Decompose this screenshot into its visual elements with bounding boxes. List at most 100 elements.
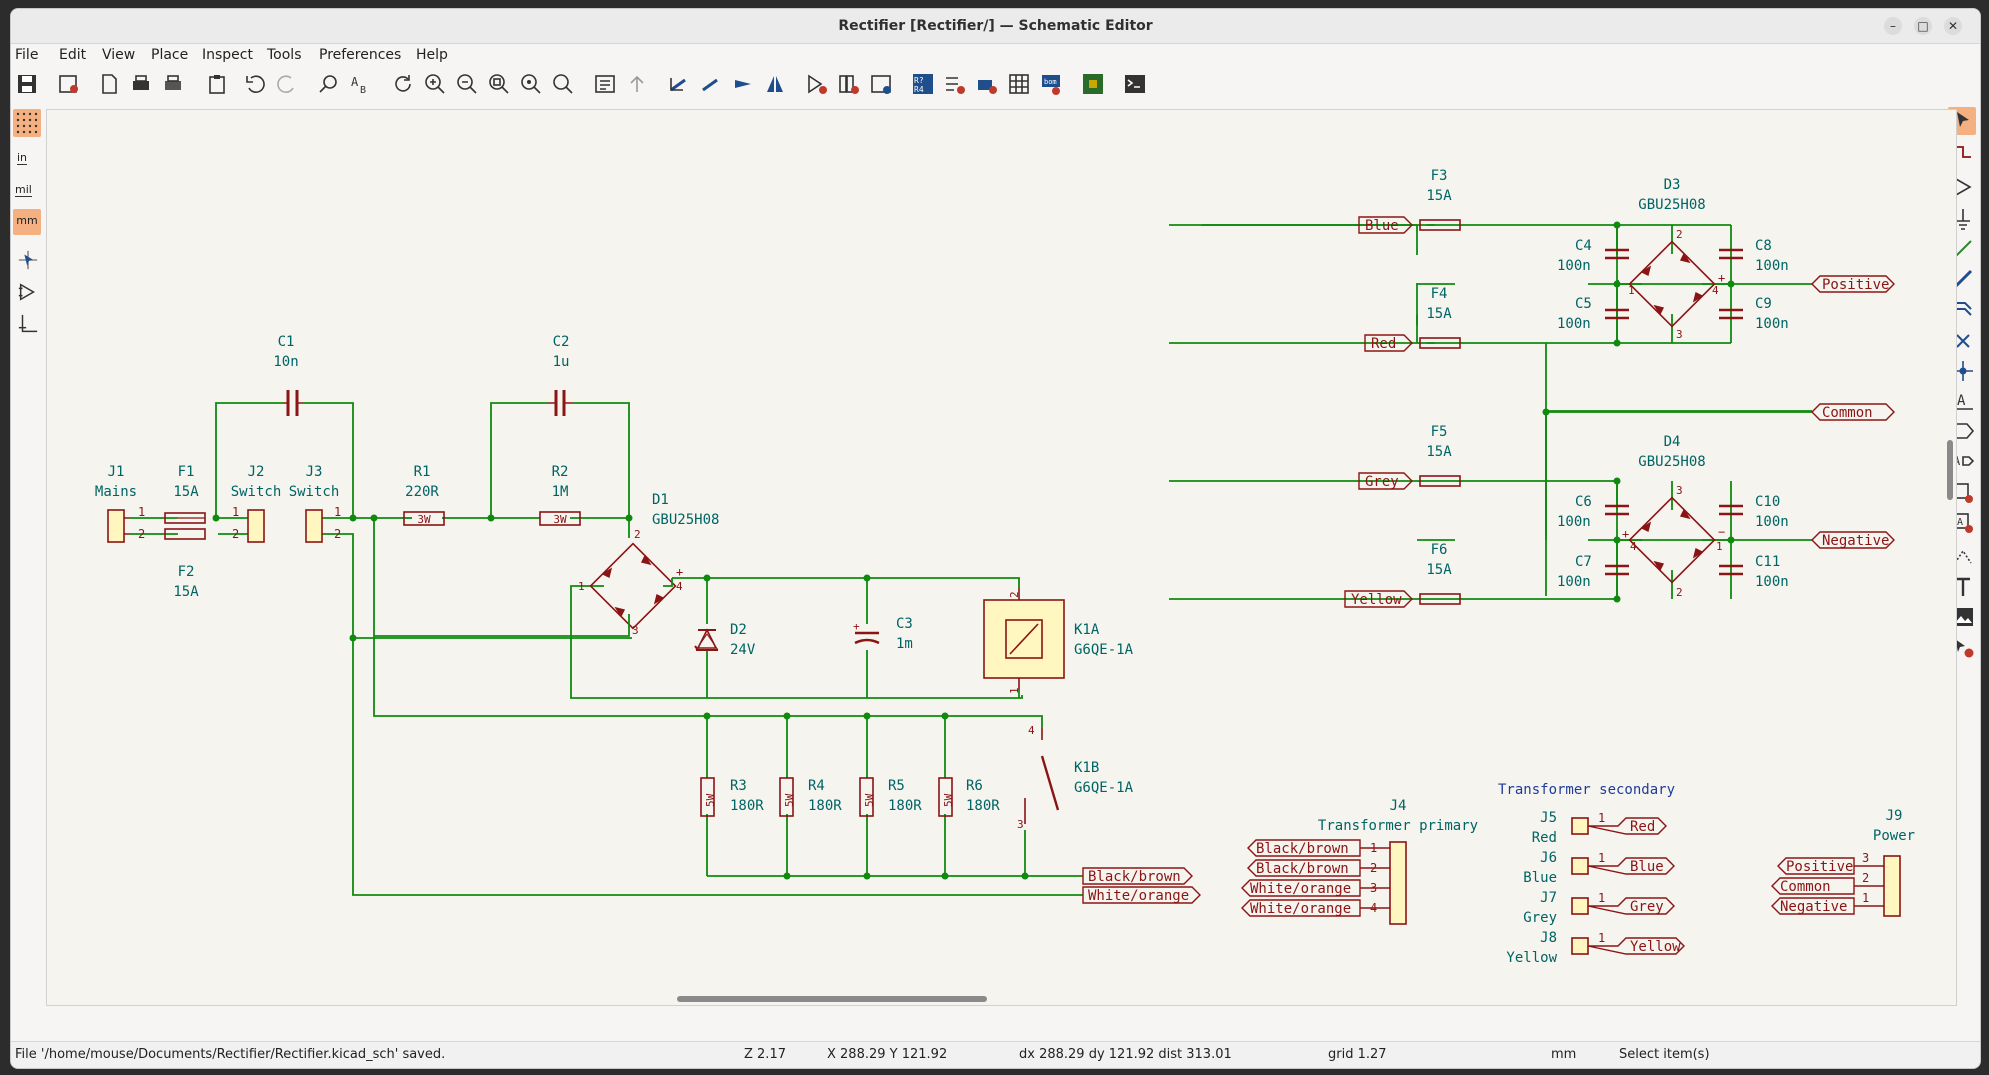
svg-text:3: 3 [1862,851,1869,865]
svg-text:100n: 100n [1755,514,1789,530]
plot-icon[interactable] [161,72,185,96]
menu-edit[interactable]: Edit [59,47,87,63]
mirror-vertical-icon[interactable] [731,72,755,96]
footprint-assign-icon[interactable] [975,72,999,96]
schematic-setup-icon[interactable] [57,72,81,96]
horizontal-scrollbar[interactable] [677,996,987,1002]
menu-place[interactable]: Place [151,47,189,63]
bridge-rectifier-D4[interactable]: 4 + 1 − 3 2 D4 GBU25H08 [1617,434,1731,599]
zoom-selection-icon[interactable] [551,72,575,96]
bom-table-icon[interactable] [1007,72,1031,96]
relay-coil-K1A[interactable]: 2 1 K1A G6QE-1A [983,588,1134,694]
resistor-R6[interactable]: 5W R6 180R [938,777,1000,817]
zoom-out-icon[interactable] [455,72,479,96]
output-labels[interactable] [1811,275,1895,549]
maximize-icon[interactable]: □ [1914,17,1932,35]
capacitor-C2[interactable]: C2 1u [548,334,573,416]
menu-file[interactable]: File [15,47,39,63]
add-power-icon[interactable] [1951,207,1975,231]
minimize-icon[interactable]: – [1884,17,1902,35]
add-text-icon[interactable] [1951,575,1975,599]
add-graphic-line-icon[interactable] [1951,545,1975,569]
hidden-pins-icon[interactable] [17,281,39,303]
no-connect-icon[interactable] [1951,329,1975,353]
symbol-fields-icon[interactable] [869,72,893,96]
resistor-R2[interactable]: 3W R2 1M [539,464,581,526]
refresh-icon[interactable] [391,72,415,96]
menu-tools[interactable]: Tools [267,47,302,63]
bridge-rectifier-D1[interactable]: 2 1 4 + 3 D1 GBU25H08 [578,492,719,637]
resistor-R5[interactable]: 5W R5 180R [859,777,922,817]
resistor-R1[interactable]: 3W R1 220R [403,464,445,526]
global-label-white-orange[interactable]: White/orange [1082,886,1201,904]
scripting-console-icon[interactable] [1123,72,1147,96]
resistor-R3[interactable]: 5W R3 180R [700,777,764,817]
hierarchical-label-icon[interactable]: A [1951,449,1975,473]
units-inch-button[interactable]: in [17,151,28,165]
zoom-in-icon[interactable] [423,72,447,96]
connector-J1[interactable]: J1 Mains [95,464,137,543]
undo-icon[interactable] [243,72,267,96]
svg-text:J5: J5 [1540,810,1557,826]
menu-help[interactable]: Help [416,47,448,63]
grid-toggle-icon[interactable] [13,109,41,137]
units-mil-button[interactable]: mil [15,183,32,197]
delete-tool-icon[interactable] [1951,635,1975,659]
symbol-library-icon[interactable] [837,72,861,96]
erc-icon[interactable] [943,72,967,96]
units-mm-button[interactable]: mm [13,209,41,235]
paste-icon[interactable] [205,72,229,96]
svg-text:5W: 5W [942,793,955,807]
hierarchy-navigator-icon[interactable] [593,72,617,96]
zener-D2[interactable]: D2 24V [694,622,756,658]
zoom-objects-icon[interactable] [519,72,543,96]
symbol-editor-icon[interactable] [805,72,829,96]
page-settings-icon[interactable] [97,72,121,96]
menu-inspect[interactable]: Inspect [202,47,253,63]
find-replace-icon[interactable]: AB [349,72,373,96]
connector-J9[interactable]: J9 Power Positive Common Negative 321 [1771,808,1915,917]
status-bar: File '/home/mouse/Documents/Rectifier/Re… [11,1041,1980,1068]
svg-text:3: 3 [1676,328,1683,341]
resistor-R4[interactable]: 5W R4 180R [779,777,842,817]
save-icon[interactable] [15,72,39,96]
svg-text:3W: 3W [553,513,567,526]
annotate-icon[interactable]: R?R4 [911,72,935,96]
global-label-black-brown[interactable]: Black/brown [1082,867,1193,885]
menu-view[interactable]: View [102,47,136,63]
line-mode-icon[interactable] [17,313,39,335]
rotate-cw-icon[interactable] [699,72,723,96]
bridge-rectifier-D3[interactable]: 1 4 + 2 3 D3 GBU25H08 [1617,177,1731,343]
zoom-fit-icon[interactable] [487,72,511,96]
capacitor-C3[interactable]: + C3 1m [853,616,913,652]
generate-bom-icon[interactable]: bom [1039,72,1063,96]
find-icon[interactable] [317,72,341,96]
capacitor-C1[interactable]: C1 10n [273,334,303,416]
add-image-icon[interactable] [1951,605,1975,629]
vertical-scrollbar[interactable] [1947,440,1953,500]
connector-J2[interactable]: 12 J2 Switch [231,464,282,543]
left-circuit-junctions [212,514,1029,880]
svg-text:Transformer primary: Transformer primary [1318,818,1478,834]
connector-J3[interactable]: 12 J3 Switch 12 [138,464,341,543]
fuse-F2[interactable]: F2 15A [164,528,206,600]
relay-contact-K1B[interactable]: 4 3 K1B G6QE-1A [1017,724,1134,831]
input-labels[interactable] [1344,216,1413,608]
close-icon[interactable]: ✕ [1944,17,1962,35]
fuse-F1[interactable]: F1 15A [164,464,206,524]
print-icon[interactable] [129,72,153,96]
pcb-editor-icon[interactable] [1081,72,1105,96]
capacitors-C4-C11[interactable] [1605,248,1743,576]
rotate-ccw-icon[interactable] [667,72,691,96]
connector-J4[interactable]: J4 Transformer primary Black/brown Black… [1241,798,1478,925]
leave-sheet-icon[interactable] [625,72,649,96]
svg-text:Red: Red [1532,830,1557,846]
menu-preferences[interactable]: Preferences [319,47,402,63]
cursor-crosshair-icon[interactable] [17,249,39,271]
bus-entry-icon[interactable] [1951,297,1975,321]
mirror-horizontal-icon[interactable] [763,72,787,96]
redo-icon[interactable] [275,72,299,96]
